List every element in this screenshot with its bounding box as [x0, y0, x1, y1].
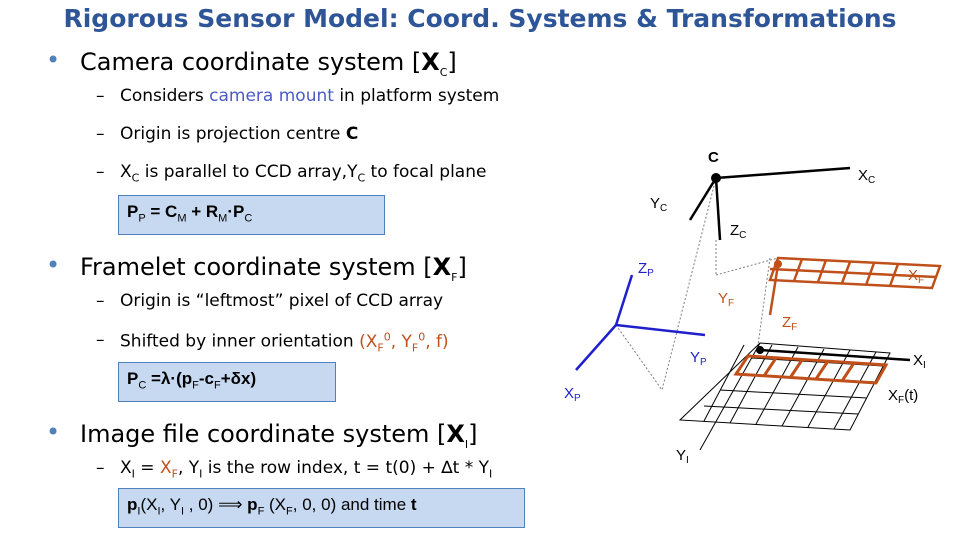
- label-yc: YC: [650, 195, 667, 214]
- label-zf: ZF: [782, 314, 797, 333]
- formula-box-image: pI(XI, YI , 0) ⟹ pF (XF, 0, 0) and time …: [118, 488, 525, 528]
- bullet-dot-icon: •: [46, 418, 61, 446]
- image-origin-point: [756, 346, 764, 354]
- bullet-symbol: X: [421, 48, 440, 76]
- bullet-text-end: ]: [447, 48, 457, 76]
- label-yf: YF: [718, 290, 734, 309]
- label-yi: YI: [676, 447, 689, 466]
- framelet-grid: [768, 256, 942, 316]
- bullet-dot-icon: •: [46, 251, 61, 279]
- bullet-dot-icon: •: [46, 46, 61, 74]
- framelet-origin-point: [774, 260, 782, 268]
- label-xft: XF(t): [888, 387, 918, 406]
- bullet-text: Camera coordinate system [: [80, 48, 422, 76]
- formula-box-framelet: PC =λ·(pF-cF+δx): [118, 362, 336, 402]
- label-yp: YP: [690, 349, 707, 368]
- label-zp: ZP: [638, 260, 654, 279]
- camera-axes: [688, 166, 851, 241]
- label-xi: XI: [913, 352, 926, 371]
- platform-axes: [575, 274, 706, 371]
- label-zc: ZC: [730, 222, 746, 241]
- formula-box-camera: PP = CM + RM·PC: [118, 195, 385, 235]
- label-c: C: [708, 149, 719, 166]
- projection-lines: [615, 177, 779, 391]
- page-title: Rigorous Sensor Model: Coord. Systems & …: [63, 4, 897, 33]
- label-xp: XP: [564, 385, 581, 404]
- bullet-subscript: C: [439, 65, 448, 79]
- image-axes: [759, 348, 911, 362]
- label-xc: XC: [858, 167, 875, 186]
- label-xf: XF: [908, 267, 924, 286]
- projection-centre-point: [711, 173, 721, 183]
- image-row-highlight: [733, 354, 889, 385]
- coordinate-systems-diagram: C XC YC ZC ZP XP YP XF YF ZF XI XF(t) YI: [564, 149, 942, 466]
